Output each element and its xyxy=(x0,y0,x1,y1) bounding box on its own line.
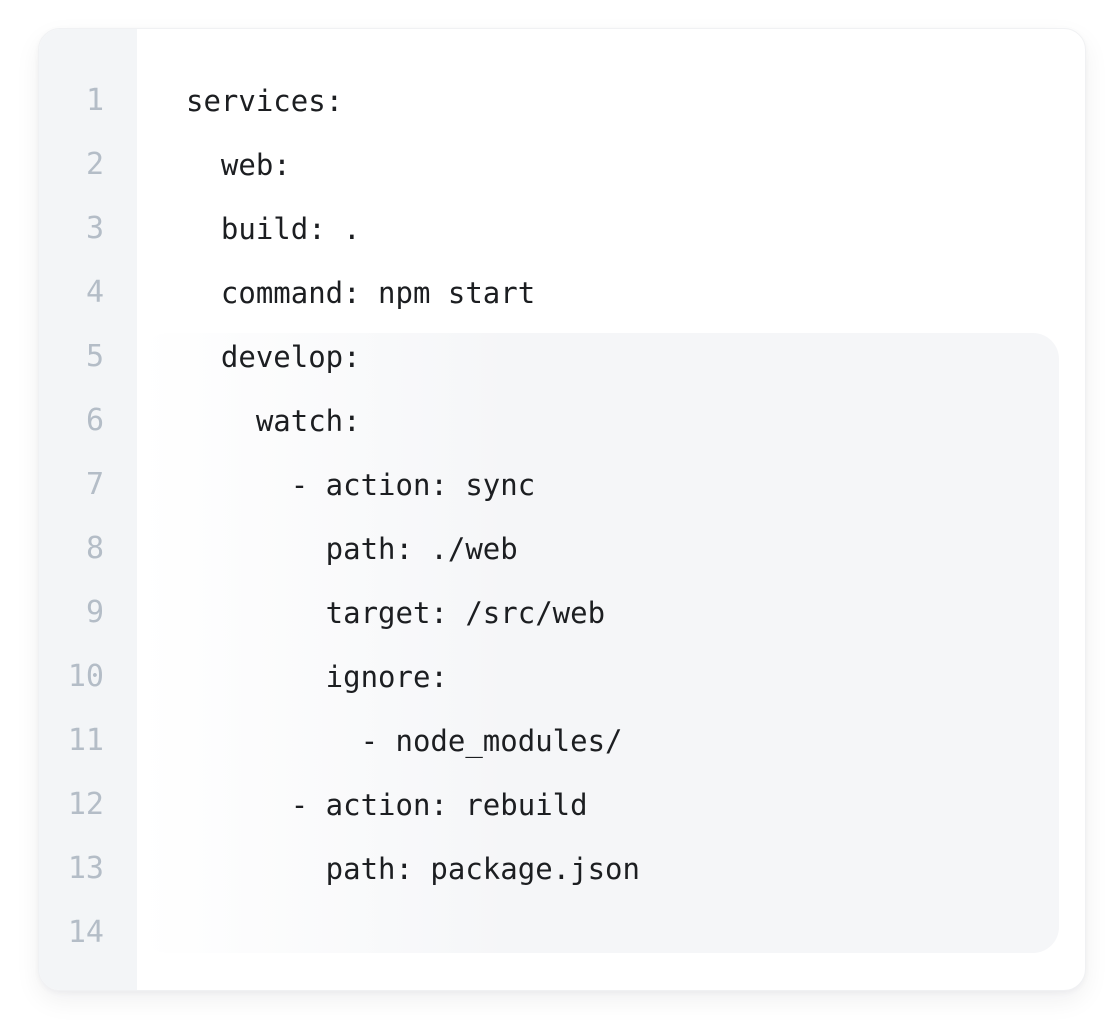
line-number: 7 xyxy=(85,467,104,502)
line-number: 13 xyxy=(67,851,104,886)
line-number: 8 xyxy=(85,531,104,566)
line-number: 11 xyxy=(67,723,104,758)
code-line: - node_modules/ xyxy=(186,724,623,758)
line-number: 9 xyxy=(85,595,104,630)
line-number: 3 xyxy=(85,211,104,246)
code-line: - action: sync xyxy=(186,468,536,502)
code-line: web: xyxy=(186,148,291,182)
code-line: target: /src/web xyxy=(186,596,606,630)
code-line: - action: rebuild xyxy=(186,788,588,822)
code-line: watch: xyxy=(186,404,361,438)
line-number: 4 xyxy=(85,275,104,310)
code-line: build: . xyxy=(186,212,361,246)
code-line xyxy=(186,901,1085,965)
code-line: path: package.json xyxy=(186,852,640,886)
code-area: services: web: build: . command: npm sta… xyxy=(137,29,1085,990)
line-number: 6 xyxy=(85,403,104,438)
code-line: ignore: xyxy=(186,660,448,694)
line-number: 12 xyxy=(67,787,104,822)
line-number: 14 xyxy=(67,915,104,950)
code-line: services: xyxy=(186,84,344,118)
code-line: develop: xyxy=(186,340,361,374)
line-number: 10 xyxy=(67,659,104,694)
code-line: path: ./web xyxy=(186,532,518,566)
line-number: 5 xyxy=(85,339,104,374)
line-number: 2 xyxy=(85,147,104,182)
highlighted-lines-region xyxy=(141,333,1059,953)
code-line: command: npm start xyxy=(186,276,536,310)
line-number: 1 xyxy=(85,83,104,118)
